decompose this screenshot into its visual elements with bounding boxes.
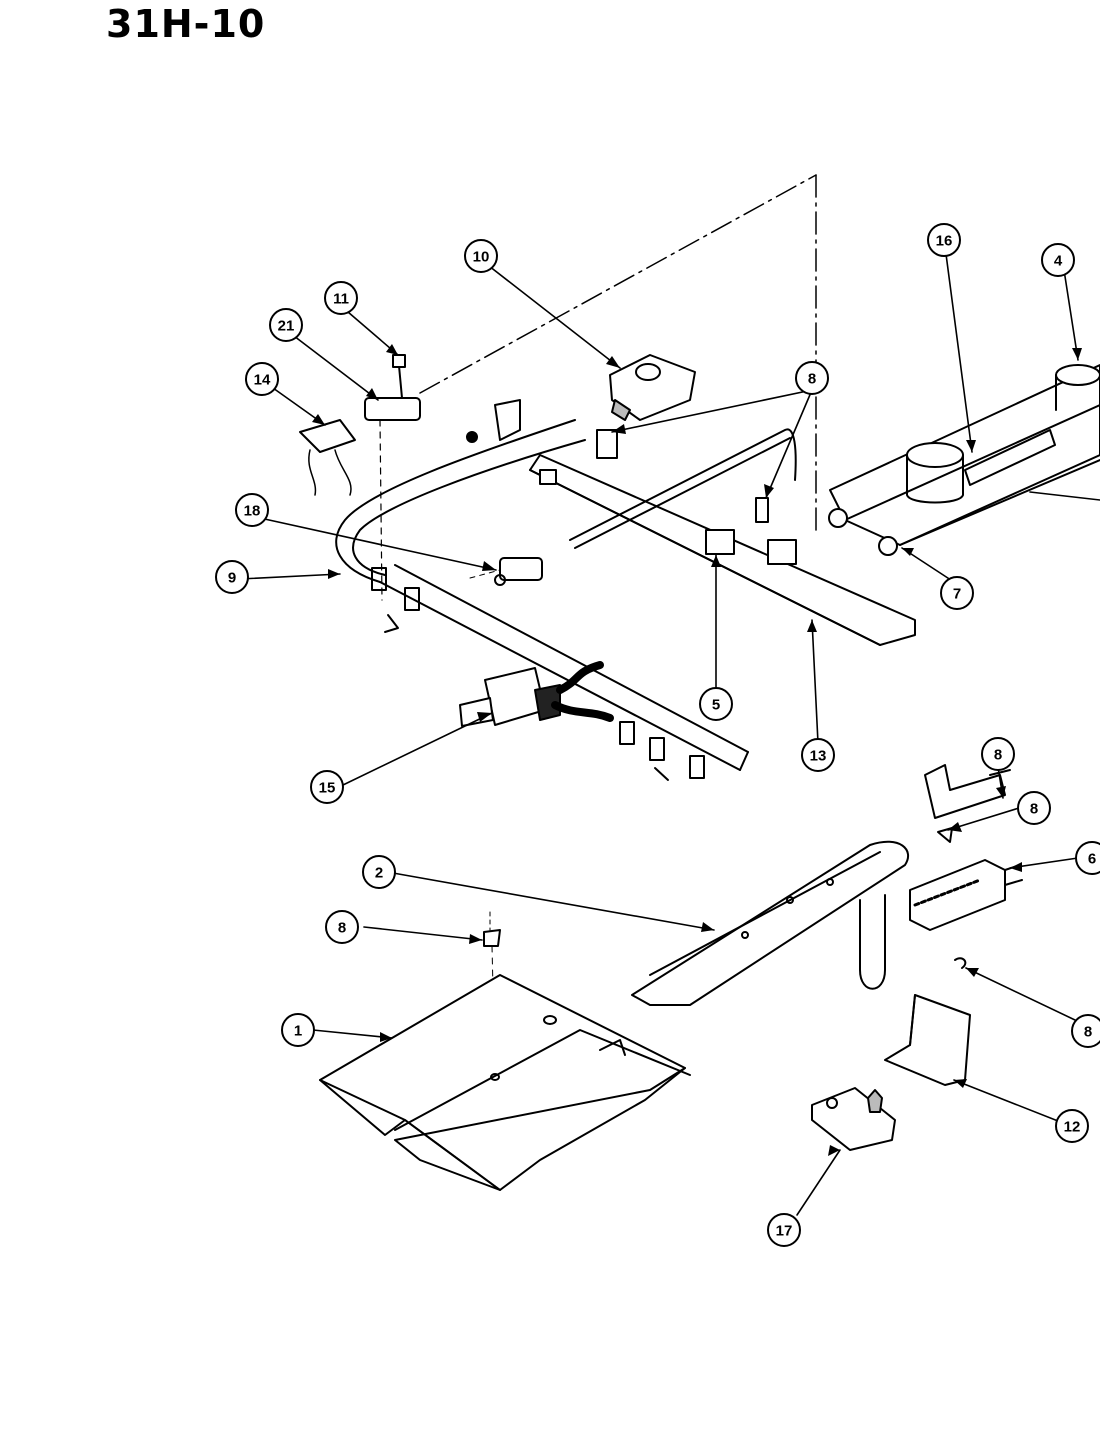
rail-switches	[466, 429, 797, 565]
manifold-pipe	[335, 419, 749, 771]
callout-circle-6	[1075, 841, 1100, 875]
callout-6: 6	[1088, 851, 1096, 868]
callout-circle-1	[281, 1013, 315, 1047]
callout-7: 7	[953, 586, 961, 603]
callout-5: 5	[712, 697, 720, 714]
callout-circle-18	[927, 223, 961, 257]
page-title: 31H-10	[106, 2, 266, 46]
oven-burner-2	[631, 840, 910, 1006]
phantom-lines	[419, 174, 817, 531]
manifold-clips	[371, 567, 705, 781]
ignition-switch-9	[924, 764, 1011, 843]
burner-baffle-1	[319, 974, 691, 1191]
callout-circle-2	[362, 855, 396, 889]
valve-assembly-21	[299, 354, 421, 601]
callout-9: 8	[994, 747, 1002, 764]
arrowheads	[312, 344, 1082, 1156]
callout-circle-20	[235, 493, 269, 527]
callout-circle-8b	[325, 910, 359, 944]
callout-8c: 8	[1084, 1024, 1092, 1041]
callout-21: 21	[278, 318, 295, 335]
callout-circle-12	[464, 239, 498, 273]
callout-circle-9	[981, 737, 1015, 771]
top-burner-assembly	[828, 364, 1100, 556]
callout-19: 17	[776, 1223, 793, 1240]
callout-10: 8	[808, 371, 816, 388]
spark-module-19	[811, 1087, 896, 1151]
callout-1: 1	[294, 1023, 302, 1040]
callout-16: 14	[254, 372, 271, 389]
pilot-tube	[569, 428, 797, 549]
callout-13: 11	[333, 291, 349, 308]
valve-12	[609, 354, 696, 421]
callout-circles	[215, 223, 1100, 1247]
callout-circle-13	[324, 281, 358, 315]
callout-circle-8c	[1071, 1014, 1100, 1048]
callout-17: 15	[319, 780, 336, 797]
callout-circle-11	[215, 560, 249, 594]
callout-15: 13	[810, 748, 827, 765]
callout-circle-19	[767, 1213, 801, 1247]
callout-circle-16	[245, 362, 279, 396]
callout-14: 12	[1064, 1119, 1081, 1136]
callout-8b: 8	[338, 920, 346, 937]
callout-circle-8a	[1017, 791, 1051, 825]
callout-circle-21	[269, 308, 303, 342]
callout-circle-4	[1041, 243, 1075, 277]
callout-11: 9	[228, 570, 236, 587]
igniter-module-6	[909, 859, 1023, 931]
callout-circle-7	[940, 576, 974, 610]
bracket-14	[884, 994, 971, 1086]
orifice-fitting-20	[469, 557, 543, 586]
callout-2: 2	[375, 865, 383, 882]
leader-lines	[239, 253, 1100, 1216]
callout-circle-5	[699, 687, 733, 721]
callout-circle-15	[801, 738, 835, 772]
callout-12: 10	[473, 249, 490, 266]
callout-circle-14	[1055, 1109, 1089, 1143]
callout-circle-10	[795, 361, 829, 395]
callout-4: 4	[1054, 253, 1063, 270]
callout-8a: 8	[1030, 801, 1038, 818]
callout-20: 18	[244, 503, 261, 520]
callout-18: 16	[936, 233, 953, 250]
callout-circle-17	[310, 770, 344, 804]
thermostat-valve-17	[459, 661, 614, 727]
